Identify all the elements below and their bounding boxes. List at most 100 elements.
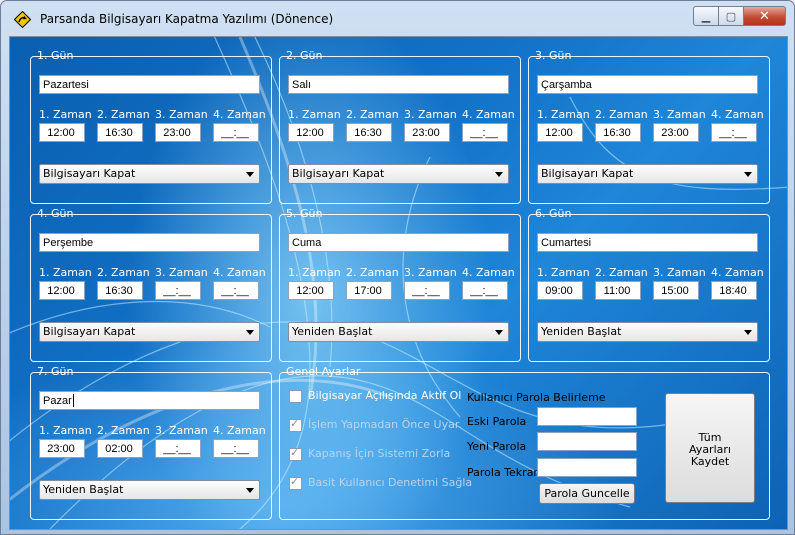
force-shutdown-label: Kapanış İçin Sistemi Zorla	[308, 447, 451, 460]
chevron-down-icon[interactable]	[495, 330, 503, 335]
day-title: 4. Gün	[37, 207, 74, 220]
time-label: 3. Zaman	[155, 108, 208, 121]
warn-before-label: İşlem Yapmadan Önce Uyar.	[308, 418, 462, 431]
update-password-button[interactable]: Parola Guncelle	[539, 483, 635, 504]
time-field[interactable]	[155, 123, 201, 142]
simple-user-control-checkbox[interactable]	[289, 475, 302, 490]
maximize-icon[interactable]: ▢	[719, 6, 744, 26]
time-field[interactable]	[537, 123, 583, 142]
time-label: 2. Zaman	[346, 266, 399, 279]
window-title: Parsanda Bilgisayarı Kapatma Yazılımı (D…	[40, 12, 334, 26]
day-title: 5. Gün	[286, 207, 323, 220]
save-all-line1: Tüm	[698, 431, 722, 444]
save-all-settings-button[interactable]: Tüm Ayarları Kaydet	[665, 393, 755, 503]
chevron-down-icon[interactable]	[495, 172, 503, 177]
repeat-password-field[interactable]	[537, 458, 637, 477]
time-field[interactable]	[537, 281, 583, 300]
time-field[interactable]	[155, 439, 201, 458]
new-password-field[interactable]	[537, 432, 637, 451]
time-field[interactable]	[213, 439, 259, 458]
time-field[interactable]	[595, 281, 641, 300]
day-name-field[interactable]	[537, 75, 758, 94]
save-all-line2: Ayarları	[689, 443, 731, 456]
time-field[interactable]	[39, 439, 85, 458]
time-field[interactable]	[653, 281, 699, 300]
general-settings-group: Genel Ayarlar Bilgisayar Açılışında Akti…	[279, 365, 770, 520]
day-title: 3. Gün	[535, 49, 572, 62]
action-select[interactable]: Yeniden Başlat	[288, 322, 509, 342]
action-select[interactable]: Bilgisayarı Kapat	[537, 164, 758, 184]
force-shutdown-checkbox[interactable]	[289, 446, 302, 461]
day-name-field[interactable]	[288, 233, 509, 252]
time-field[interactable]	[653, 123, 699, 142]
action-select[interactable]: Bilgisayarı Kapat	[39, 322, 260, 342]
time-field[interactable]	[346, 123, 392, 142]
time-field[interactable]	[462, 123, 508, 142]
main-panel: 1. Gün 1. Zaman 2. Zaman 3. Zaman 4. ZamanBi…	[9, 36, 788, 530]
action-select-value: Yeniden Başlat	[43, 483, 124, 496]
time-label: 4. Zaman	[462, 108, 515, 121]
time-label: 1. Zaman	[288, 266, 341, 279]
auto-start-label: Bilgisayar Açılışında Aktif Ol	[308, 389, 462, 402]
time-field[interactable]	[39, 123, 85, 142]
time-label: 2. Zaman	[97, 108, 150, 121]
time-field[interactable]	[595, 123, 641, 142]
time-field[interactable]	[213, 281, 259, 300]
text-cursor	[73, 394, 74, 407]
time-label: 1. Zaman	[537, 108, 590, 121]
minimize-icon[interactable]: ▁	[693, 6, 719, 26]
close-icon[interactable]: ✕	[744, 6, 786, 26]
auto-start-checkbox[interactable]	[289, 390, 302, 403]
time-field[interactable]	[462, 281, 508, 300]
time-field[interactable]	[155, 281, 201, 300]
time-field[interactable]	[346, 281, 392, 300]
day-name-field[interactable]	[288, 75, 509, 94]
day-name-field[interactable]	[537, 233, 758, 252]
day-name-field[interactable]	[39, 75, 260, 94]
time-field[interactable]	[39, 281, 85, 300]
save-all-line3: Kaydet	[690, 455, 730, 468]
action-select[interactable]: Bilgisayarı Kapat	[288, 164, 509, 184]
time-field[interactable]	[213, 123, 259, 142]
time-field[interactable]	[404, 123, 450, 142]
time-label: 2. Zaman	[97, 424, 150, 437]
day-title: 1. Gün	[37, 49, 74, 62]
time-field[interactable]	[97, 281, 143, 300]
time-label: 3. Zaman	[404, 266, 457, 279]
time-field[interactable]	[97, 439, 143, 458]
time-label: 4. Zaman	[213, 108, 266, 121]
chevron-down-icon[interactable]	[246, 330, 254, 335]
time-label: 2. Zaman	[346, 108, 399, 121]
time-field[interactable]	[404, 281, 450, 300]
day-name-field[interactable]	[39, 233, 260, 252]
time-label: 1. Zaman	[288, 108, 341, 121]
repeat-password-label: Parola Tekrar	[467, 466, 538, 479]
chevron-down-icon[interactable]	[744, 172, 752, 177]
time-field[interactable]	[711, 281, 757, 300]
chevron-down-icon[interactable]	[246, 172, 254, 177]
old-password-field[interactable]	[537, 407, 637, 426]
time-label: 2. Zaman	[595, 266, 648, 279]
day-name-field[interactable]	[39, 391, 260, 410]
title-bar[interactable]: Parsanda Bilgisayarı Kapatma Yazılımı (D…	[1, 1, 794, 35]
chevron-down-icon[interactable]	[744, 330, 752, 335]
action-select[interactable]: Yeniden Başlat	[537, 322, 758, 342]
time-label: 3. Zaman	[155, 424, 208, 437]
chevron-down-icon[interactable]	[246, 488, 254, 493]
time-field[interactable]	[97, 123, 143, 142]
update-password-button-label: Parola Guncelle	[544, 487, 630, 500]
action-select[interactable]: Bilgisayarı Kapat	[39, 164, 260, 184]
action-select[interactable]: Yeniden Başlat	[39, 480, 260, 500]
simple-user-control-label: Basit Kullanıcı Denetimi Sağla	[308, 476, 473, 489]
caption-buttons: ▁ ▢ ✕	[693, 6, 786, 26]
day-title: 2. Gün	[286, 49, 323, 62]
time-field[interactable]	[288, 281, 334, 300]
action-select-value: Bilgisayarı Kapat	[541, 167, 634, 180]
time-field[interactable]	[288, 123, 334, 142]
time-field[interactable]	[711, 123, 757, 142]
warn-before-checkbox[interactable]	[289, 417, 302, 432]
day-title: 6. Gün	[535, 207, 572, 220]
